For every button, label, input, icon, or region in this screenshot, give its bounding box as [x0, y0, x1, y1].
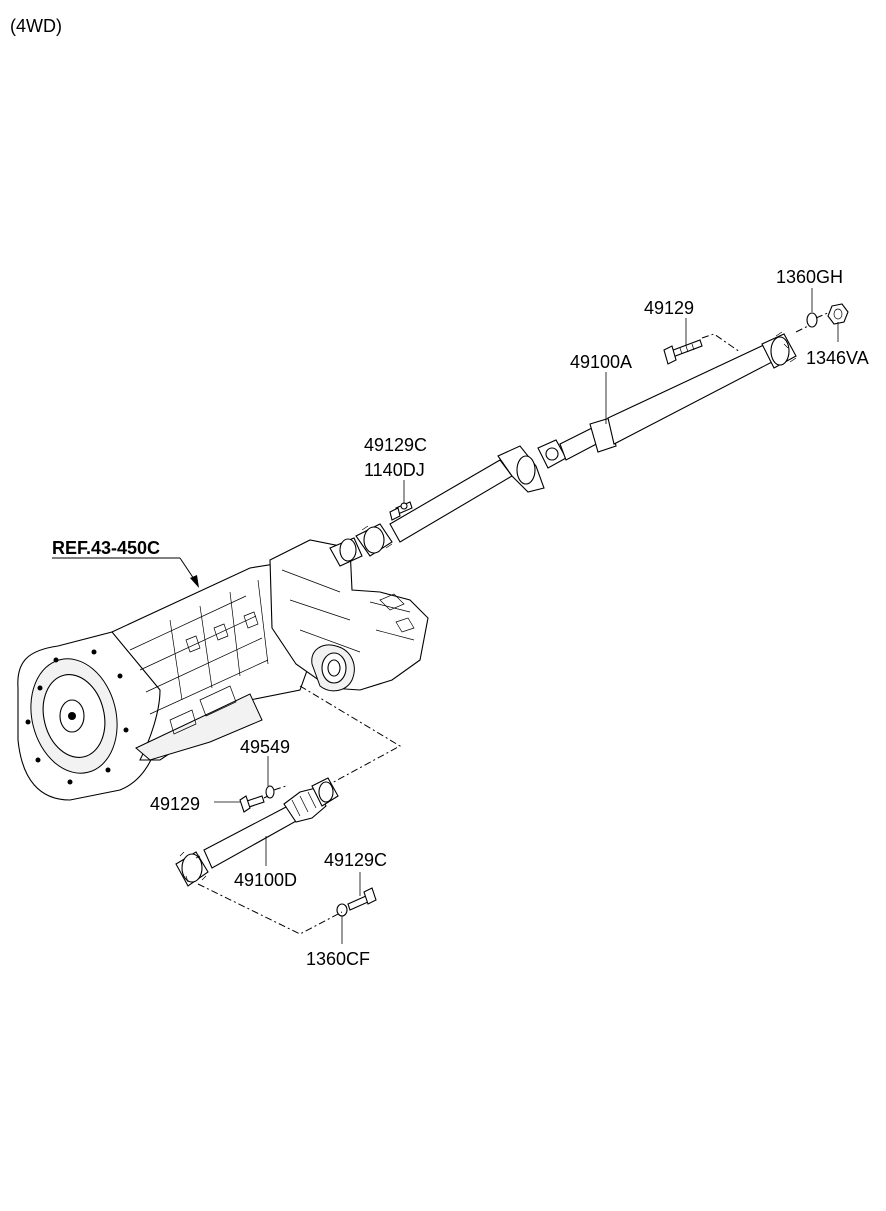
label-49549[interactable]: 49549: [240, 737, 290, 757]
label-1346va[interactable]: 1346VA: [806, 348, 869, 368]
bolt-49129c-lower[interactable]: [347, 887, 377, 911]
drivetrain-variant-label: (4WD): [10, 16, 62, 36]
label-49100a[interactable]: 49100A: [570, 352, 632, 372]
label-49129c-center[interactable]: 49129C: [364, 435, 427, 455]
front-shaft-connection-line: [299, 685, 402, 785]
front-bolt-alignment-line: [263, 785, 287, 799]
bolt-alignment-line: [701, 333, 741, 353]
label-49129c-lower[interactable]: 49129C: [324, 850, 387, 870]
label-1360gh[interactable]: 1360GH: [776, 267, 843, 287]
bolt-49129-front[interactable]: [239, 795, 265, 813]
front-flange-connection-line: [197, 883, 343, 935]
reference-label[interactable]: REF.43-450C: [52, 538, 160, 558]
label-1140dj[interactable]: 1140DJ: [364, 460, 425, 480]
label-49100d[interactable]: 49100D: [234, 870, 297, 890]
nut-1346va[interactable]: [827, 303, 849, 325]
washer-1360gh[interactable]: [806, 312, 818, 328]
transmission-assembly[interactable]: [17, 537, 429, 801]
nut-alignment-line: [795, 311, 831, 333]
rear-propeller-shaft[interactable]: [355, 331, 797, 557]
label-49129-top[interactable]: 49129: [644, 298, 694, 318]
washer-49549[interactable]: [265, 785, 275, 799]
bolt-49129-top[interactable]: [663, 339, 703, 365]
front-propeller-shaft[interactable]: [175, 777, 339, 887]
bolt-49129c-1140dj[interactable]: [389, 501, 413, 521]
label-1360cf[interactable]: 1360CF: [306, 949, 370, 969]
reference-arrow-icon: [190, 575, 199, 588]
label-49129-front[interactable]: 49129: [150, 794, 200, 814]
